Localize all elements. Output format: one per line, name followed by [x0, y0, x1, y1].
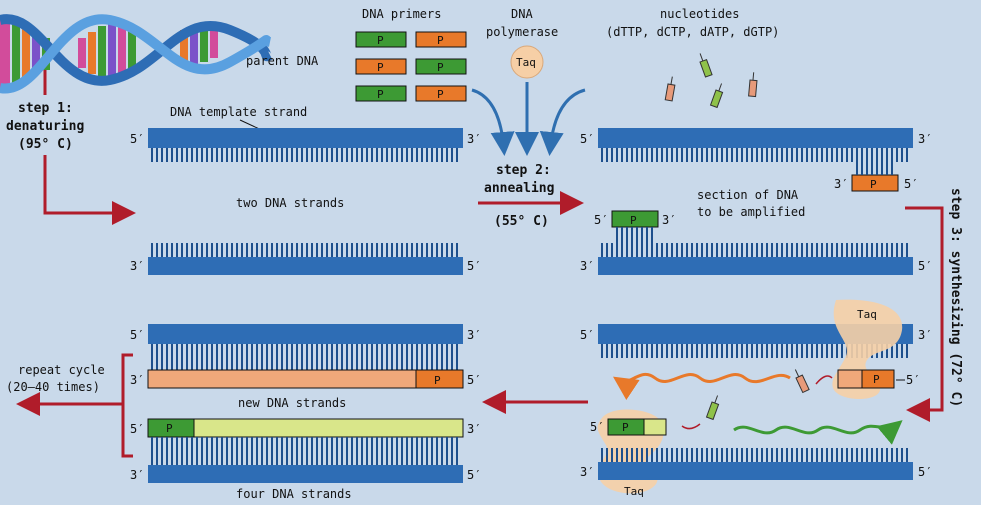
- new-pair1-bottom-3prime: 3′: [130, 373, 144, 387]
- synthesis-top-primer-5prime: 5′: [906, 373, 920, 387]
- step1-temperature: (95° C): [18, 137, 73, 152]
- nucleotide-to-top-arrow: [816, 376, 832, 384]
- annealed-top-5prime: 5′: [580, 132, 594, 146]
- repeat-label-line2: (20–40 times): [6, 380, 100, 394]
- new-pair2-bottom-3prime: 3′: [130, 468, 144, 482]
- step2-temperature: (55° C): [494, 214, 549, 229]
- synthesis-top-5prime: 5′: [580, 328, 594, 342]
- synthesis-bottom-5prime: 5′: [918, 465, 932, 479]
- step3-label: step 3: synthesizing (72° C): [948, 188, 963, 407]
- annealed-bottom-5prime: 5′: [918, 259, 932, 273]
- new-pair2-primer-letter: P: [166, 422, 173, 435]
- step1-arrow: [45, 155, 130, 213]
- new-strands-label: new DNA strands: [238, 396, 346, 410]
- section-label-line2: to be amplified: [697, 205, 805, 219]
- new-pair2-bottom-5prime: 5′: [467, 468, 481, 482]
- synthesis-bottom-primer-letter: P: [622, 421, 629, 434]
- taq-label-synthesis-top: Taq: [857, 308, 877, 321]
- incoming-nucleotide-green: [707, 394, 722, 419]
- left-top-strand: [148, 128, 463, 162]
- nucleotide-icons: [665, 52, 757, 107]
- synthesis-top-primer-letter: P: [873, 373, 880, 386]
- parent-dna-label: parent DNA: [246, 54, 319, 68]
- annealed-bottom-3prime: 3′: [580, 259, 594, 273]
- two-strands-label: two DNA strands: [236, 196, 344, 210]
- step2-name: annealing: [484, 181, 554, 196]
- section-label-line1: section of DNA: [697, 188, 799, 202]
- left-top-5prime: 5′: [130, 132, 144, 146]
- primer-grid: P P P P P P: [356, 32, 466, 101]
- step1-name: denaturing: [6, 119, 84, 134]
- new-pair1-bottom-5prime: 5′: [467, 373, 481, 387]
- orange-primer-letter: P: [870, 178, 877, 191]
- new-pair1-primer-letter: P: [434, 374, 441, 387]
- primers-title: DNA primers: [362, 7, 441, 21]
- annealed-top-strand: [598, 128, 913, 191]
- orange-primer-3prime: 3′: [834, 177, 848, 191]
- green-primer-letter: P: [630, 214, 637, 227]
- primer-letter: P: [377, 88, 384, 101]
- repeat-label-line1: repeat cycle: [18, 363, 105, 377]
- primer-letter: P: [437, 88, 444, 101]
- new-strands-pair-1: [148, 324, 463, 388]
- incoming-nucleotide-orange: [793, 368, 809, 393]
- orange-extension-arrow: [618, 374, 790, 381]
- primer-letter: P: [377, 34, 384, 47]
- taq-label-synthesis-bottom: Taq: [624, 485, 644, 498]
- new-pair2-top-3prime: 3′: [467, 422, 481, 436]
- new-strands-pair-2: [148, 419, 463, 483]
- synthesis-bottom: [598, 410, 913, 494]
- orange-primer-5prime: 5′: [904, 177, 918, 191]
- left-bottom-3prime: 3′: [130, 259, 144, 273]
- primer-letter: P: [437, 34, 444, 47]
- nucleotides-label-line2: (dTTP, dCTP, dATP, dGTP): [606, 25, 779, 39]
- primer-letter: P: [377, 61, 384, 74]
- synthesis-bottom-3prime: 3′: [580, 465, 594, 479]
- annealed-top-3prime: 3′: [918, 132, 932, 146]
- green-extension-arrow: [734, 424, 898, 433]
- left-top-3prime: 3′: [467, 132, 481, 146]
- polymerase-label-line1: DNA: [511, 7, 533, 21]
- green-primer-3prime: 3′: [662, 213, 676, 227]
- polymerase-label-line2: polymerase: [486, 25, 558, 39]
- nucleotide-to-bottom-arrow: [682, 424, 700, 429]
- left-bottom-5prime: 5′: [467, 259, 481, 273]
- taq-label-top: Taq: [516, 56, 536, 69]
- four-strands-label: four DNA strands: [236, 487, 352, 501]
- parent-dna-helix: [0, 18, 270, 89]
- step2-title: step 2:: [496, 163, 551, 178]
- template-strand-label: DNA template strand: [170, 105, 307, 119]
- primer-letter: P: [437, 61, 444, 74]
- left-bottom-strand: [148, 243, 463, 275]
- annealed-bottom-strand: [598, 211, 913, 275]
- new-pair1-top-3prime: 3′: [467, 328, 481, 342]
- synthesis-bottom-primer-5prime: 5′: [590, 420, 604, 434]
- nucleotides-label-line1: nucleotides: [660, 7, 739, 21]
- green-primer-5prime: 5′: [594, 213, 608, 227]
- new-pair1-top-5prime: 5′: [130, 328, 144, 342]
- repeat-bracket: [123, 355, 133, 456]
- step1-title: step 1:: [18, 101, 73, 116]
- synthesis-top-3prime: 3′: [918, 328, 932, 342]
- new-pair2-top-5prime: 5′: [130, 422, 144, 436]
